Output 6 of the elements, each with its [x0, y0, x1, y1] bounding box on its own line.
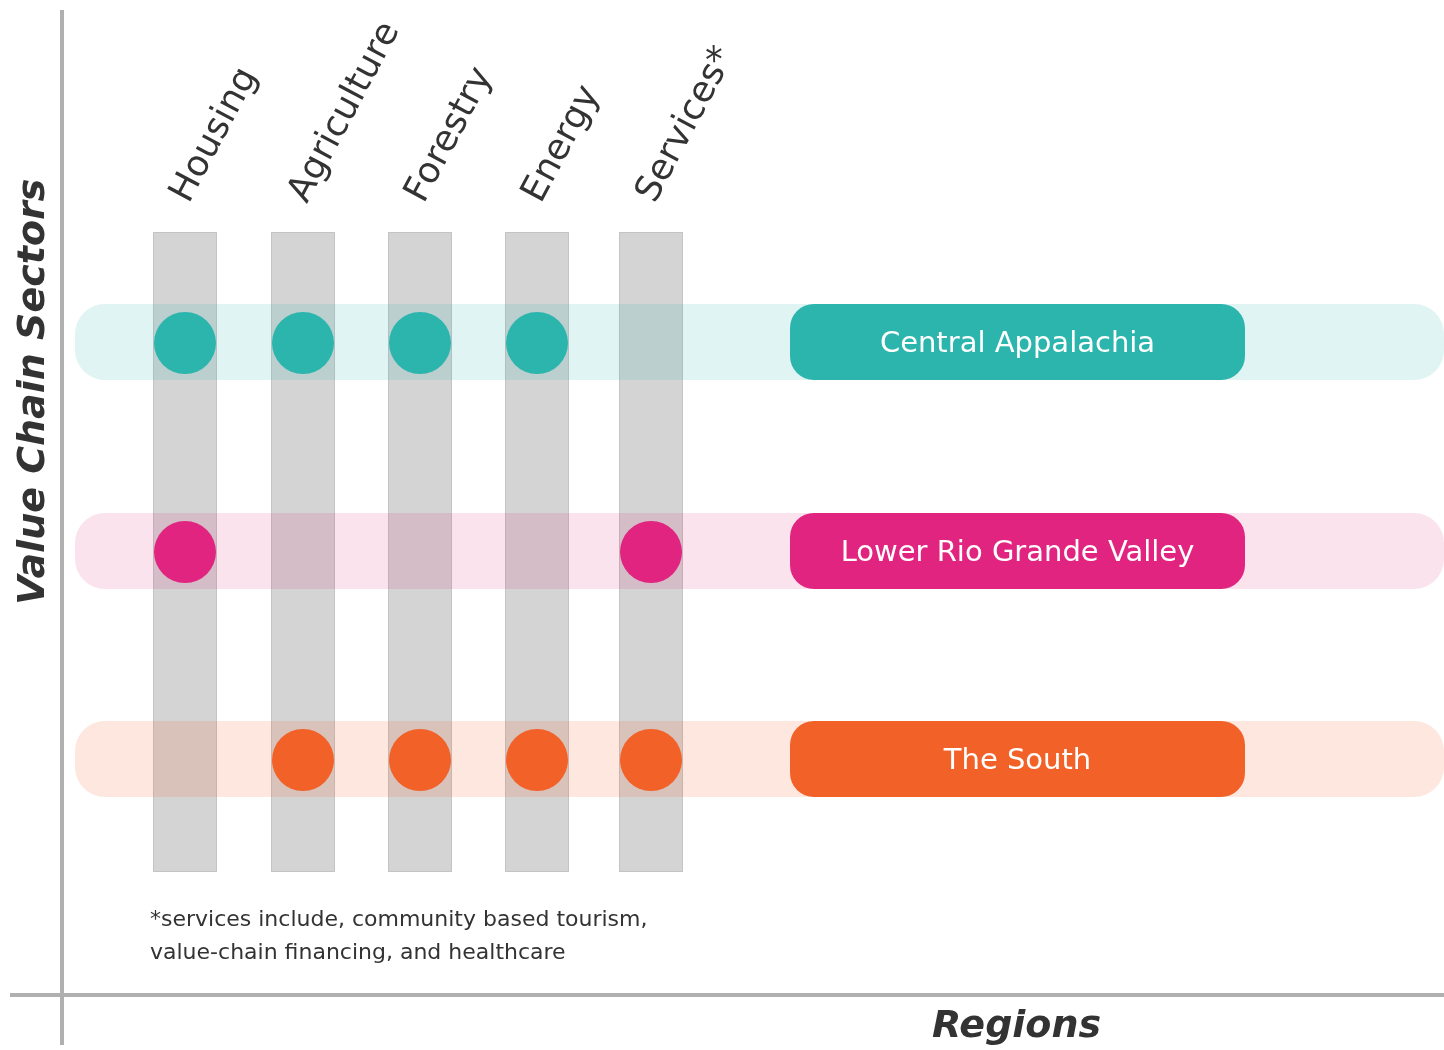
footnote: *services include, community based tourism, value-chain financing, and healthcare: [150, 905, 649, 966]
region-label: Central Appalachia: [790, 304, 1245, 380]
axis-title: Regions: [932, 1005, 1102, 1043]
axis-title: Value Chain Sectors: [12, 178, 50, 605]
region-label: Lower Rio Grande Valley: [790, 513, 1245, 589]
region-label: The South: [790, 721, 1245, 797]
